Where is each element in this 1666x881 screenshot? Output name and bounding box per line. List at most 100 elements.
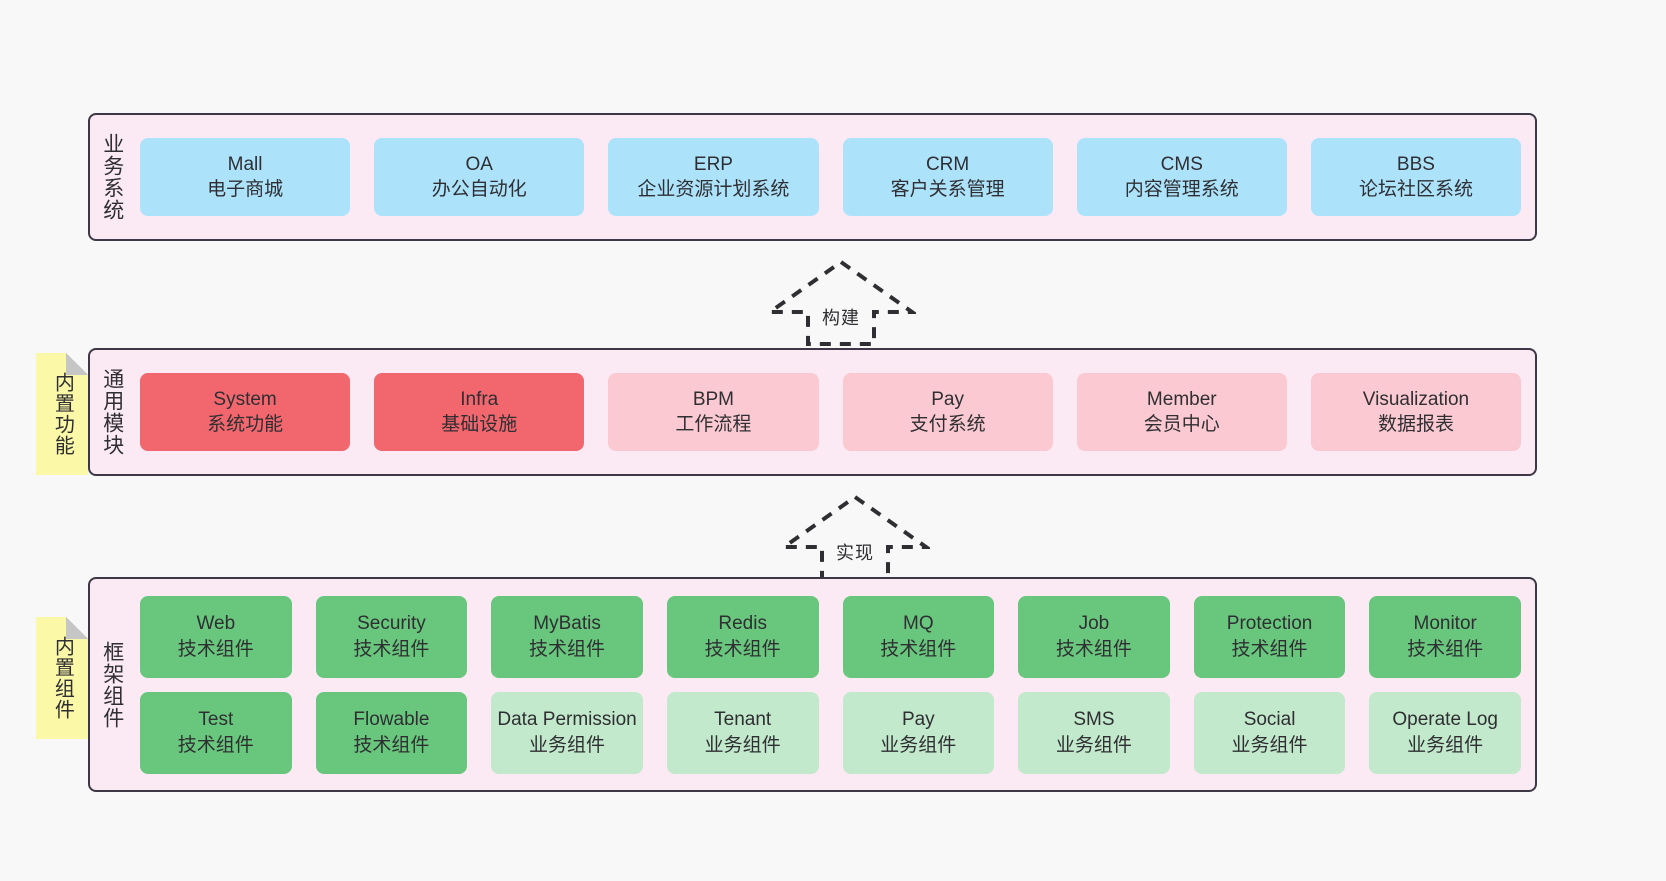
card-subtitle: 办公自动化 xyxy=(431,179,527,200)
card-row: System 系统功能 Infra 基础设施 BPM 工作流程 Pay 支付系统… xyxy=(140,373,1522,451)
card-oa[interactable]: OA 办公自动化 xyxy=(374,138,585,216)
card-title: Flowable xyxy=(353,709,430,731)
card-subtitle: 技术组件 xyxy=(529,638,606,660)
arrow-up-icon xyxy=(780,494,930,581)
card-mybatis[interactable]: MyBatis 技术组件 xyxy=(491,595,643,678)
card-subtitle: 技术组件 xyxy=(704,638,781,660)
card-title: MyBatis xyxy=(533,613,601,635)
card-row: Test 技术组件 Flowable 技术组件 Data Permission … xyxy=(140,691,1521,774)
card-pay-business[interactable]: Pay 业务组件 xyxy=(842,691,995,774)
card-job[interactable]: Job 技术组件 xyxy=(1018,595,1170,678)
card-subtitle: 技术组件 xyxy=(1231,638,1308,660)
layer-title-framework-component: 框架组件 xyxy=(100,640,124,729)
card-subtitle: 工作流程 xyxy=(675,414,752,435)
card-protection[interactable]: Protection 技术组件 xyxy=(1193,595,1346,678)
card-operate-log[interactable]: Operate Log 业务组件 xyxy=(1369,691,1521,774)
sticky-note-label: 内置组件 xyxy=(51,636,74,720)
card-subtitle: 技术组件 xyxy=(353,638,430,660)
card-test[interactable]: Test 技术组件 xyxy=(140,691,292,774)
layer-body-common-module: System 系统功能 Infra 基础设施 BPM 工作流程 Pay 支付系统… xyxy=(134,350,1535,474)
card-subtitle: 客户关系管理 xyxy=(890,179,1005,200)
card-title: BBS xyxy=(1396,153,1435,175)
card-subtitle: 业务组件 xyxy=(704,734,781,756)
card-subtitle: 支付系统 xyxy=(909,414,986,435)
card-member[interactable]: Member 会员中心 xyxy=(1076,373,1287,451)
card-crm[interactable]: CRM 客户关系管理 xyxy=(842,138,1053,216)
card-title: Data Permission xyxy=(497,709,637,731)
card-redis[interactable]: Redis 技术组件 xyxy=(666,595,819,678)
layer-common-module: 通用模块 System 系统功能 Infra 基础设施 BPM 工作流程 Pay… xyxy=(88,348,1537,476)
card-subtitle: 论坛社区系统 xyxy=(1358,179,1473,200)
card-subtitle: 基础设施 xyxy=(441,414,518,435)
card-bpm[interactable]: BPM 工作流程 xyxy=(608,373,819,451)
card-monitor[interactable]: Monitor 技术组件 xyxy=(1369,595,1521,678)
layer-framework-component: 框架组件 Web 技术组件 Security 技术组件 MyBatis 技术组件… xyxy=(88,577,1537,792)
card-title: BPM xyxy=(692,388,735,410)
card-title: SMS xyxy=(1073,709,1115,731)
sticky-note-builtin-component: 内置组件 xyxy=(36,617,88,739)
card-visualization[interactable]: Visualization 数据报表 xyxy=(1310,373,1522,451)
card-subtitle: 技术组件 xyxy=(1055,638,1132,660)
card-mall[interactable]: Mall 电子商城 xyxy=(140,138,351,216)
card-subtitle: 电子商城 xyxy=(207,179,284,200)
card-bbs[interactable]: BBS 论坛社区系统 xyxy=(1310,138,1522,216)
card-title: ERP xyxy=(693,153,733,175)
card-title: Monitor xyxy=(1413,613,1477,635)
card-cms[interactable]: CMS 内容管理系统 xyxy=(1076,138,1287,216)
card-subtitle: 技术组件 xyxy=(177,734,254,756)
card-title: Visualization xyxy=(1362,388,1470,410)
card-title: Protection xyxy=(1226,613,1313,635)
card-title: Redis xyxy=(718,613,767,635)
layer-title-common-module: 通用模块 xyxy=(100,368,124,456)
arrow-up-icon xyxy=(766,259,916,346)
card-subtitle: 系统功能 xyxy=(207,414,284,435)
card-subtitle: 业务组件 xyxy=(1407,734,1484,756)
card-title: CMS xyxy=(1160,153,1203,175)
card-subtitle: 业务组件 xyxy=(880,734,957,756)
card-subtitle: 内容管理系统 xyxy=(1124,179,1239,200)
card-title: Tenant xyxy=(714,709,772,731)
card-subtitle: 技术组件 xyxy=(880,638,957,660)
card-title: Pay xyxy=(931,388,964,410)
card-title: Pay xyxy=(901,709,935,731)
card-erp[interactable]: ERP 企业资源计划系统 xyxy=(608,138,819,216)
card-pay[interactable]: Pay 支付系统 xyxy=(842,373,1053,451)
layer-business-system: 业务系统 Mall 电子商城 OA 办公自动化 ERP 企业资源计划系统 CRM… xyxy=(88,113,1537,241)
arrow-implement: 实现 xyxy=(780,493,930,581)
card-title: OA xyxy=(465,153,493,175)
card-subtitle: 数据报表 xyxy=(1377,414,1454,435)
card-sms[interactable]: SMS 业务组件 xyxy=(1018,691,1170,774)
card-title: System xyxy=(213,388,277,410)
card-subtitle: 会员中心 xyxy=(1143,414,1220,435)
card-infra[interactable]: Infra 基础设施 xyxy=(374,373,585,451)
card-web[interactable]: Web 技术组件 xyxy=(140,595,292,678)
card-title: Job xyxy=(1078,613,1110,635)
card-subtitle: 企业资源计划系统 xyxy=(637,179,790,200)
card-title: MQ xyxy=(903,613,934,635)
sticky-note-builtin-function: 内置功能 xyxy=(36,353,88,475)
card-subtitle: 技术组件 xyxy=(177,638,254,660)
card-title: Social xyxy=(1243,709,1296,731)
arrow-build-label: 构建 xyxy=(822,308,860,328)
card-tenant[interactable]: Tenant 业务组件 xyxy=(666,691,819,774)
layer-title-business-system: 业务系统 xyxy=(100,133,124,221)
card-row: Mall 电子商城 OA 办公自动化 ERP 企业资源计划系统 CRM 客户关系… xyxy=(140,138,1522,216)
layer-body-framework-component: Web 技术组件 Security 技术组件 MyBatis 技术组件 Redi… xyxy=(134,579,1535,790)
card-title: Mall xyxy=(227,153,263,175)
card-title: Operate Log xyxy=(1392,709,1498,731)
card-data-permission[interactable]: Data Permission 业务组件 xyxy=(491,691,643,774)
card-flowable[interactable]: Flowable 技术组件 xyxy=(315,691,468,774)
card-title: CRM xyxy=(925,153,970,175)
card-title: Infra xyxy=(460,388,499,410)
card-subtitle: 技术组件 xyxy=(1407,638,1484,660)
card-system[interactable]: System 系统功能 xyxy=(140,373,351,451)
arrow-implement-label: 实现 xyxy=(836,543,874,563)
card-title: Member xyxy=(1146,388,1217,410)
card-subtitle: 业务组件 xyxy=(1231,734,1308,756)
card-title: Web xyxy=(196,613,236,635)
card-social[interactable]: Social 业务组件 xyxy=(1193,691,1346,774)
card-row: Web 技术组件 Security 技术组件 MyBatis 技术组件 Redi… xyxy=(140,595,1521,678)
card-mq[interactable]: MQ 技术组件 xyxy=(842,595,995,678)
card-security[interactable]: Security 技术组件 xyxy=(315,595,468,678)
